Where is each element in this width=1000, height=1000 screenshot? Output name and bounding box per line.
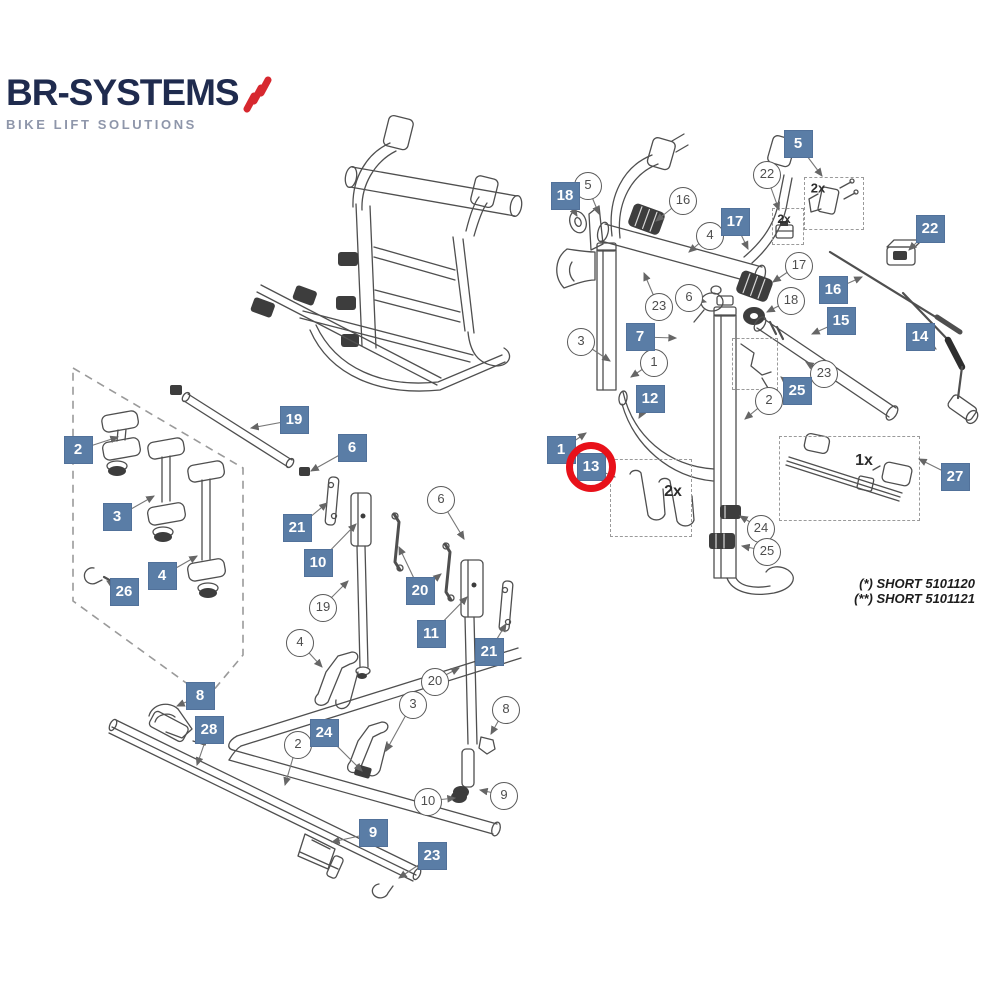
part-ref-18: 18: [777, 287, 805, 315]
brand-title: BR-SYSTEMS: [6, 72, 240, 113]
quantity-label: 2x: [810, 180, 826, 196]
callout-23: 23: [417, 842, 447, 870]
callout-22: 22: [915, 215, 945, 243]
variant-note-short-2: (**) SHORT 5101121: [854, 591, 975, 606]
dashed-box-2: [772, 208, 804, 245]
part-ref-2: 2: [284, 731, 312, 759]
part-ref-23: 23: [810, 360, 838, 388]
callout-18: 18: [550, 182, 580, 210]
part-ref-16: 16: [669, 187, 697, 215]
callout-26: 26: [109, 578, 139, 606]
part-ref-3: 3: [567, 328, 595, 356]
callout-2: 2: [63, 436, 93, 464]
callout-25: 25: [782, 377, 812, 405]
part-ref-23: 23: [645, 293, 673, 321]
dashed-box-1: [804, 177, 864, 230]
dashed-box-3: [732, 338, 778, 390]
part-ref-9: 9: [490, 782, 518, 810]
part-ref-2: 2: [755, 387, 783, 415]
callout-4: 4: [147, 562, 177, 590]
brand-slashes-icon: [243, 76, 272, 113]
callout-27: 27: [940, 463, 970, 491]
dashed-box-5: [779, 436, 920, 521]
part-ref-22: 22: [753, 161, 781, 189]
callout-21: 21: [474, 638, 504, 666]
callout-21: 21: [282, 514, 312, 542]
callout-3: 3: [102, 503, 132, 531]
quantity-label: 2x: [777, 212, 791, 226]
callout-12: 12: [635, 385, 665, 413]
part-ref-4: 4: [286, 629, 314, 657]
part-ref-25: 25: [753, 538, 781, 566]
callout-19: 19: [279, 406, 309, 434]
callout-8: 8: [185, 682, 215, 710]
brand-logo: BR-SYSTEMS BIKE LIFT SOLUTIONS: [6, 74, 275, 132]
part-ref-8: 8: [492, 696, 520, 724]
part-ref-6: 6: [427, 486, 455, 514]
callout-20: 20: [405, 577, 435, 605]
callout-24: 24: [309, 719, 339, 747]
callout-11: 11: [416, 620, 446, 648]
variant-notes: (*) SHORT 5101120 (**) SHORT 5101121: [700, 576, 975, 606]
callout-14: 14: [905, 323, 935, 351]
dashed-box-4: [610, 459, 692, 537]
callout-7: 7: [625, 323, 655, 351]
part-ref-6: 6: [675, 284, 703, 312]
variant-note-short-1: (*) SHORT 5101120: [859, 576, 975, 591]
callout-16: 16: [818, 276, 848, 304]
assembled-rack-drawing: [250, 114, 523, 392]
brand-subtitle: BIKE LIFT SOLUTIONS: [6, 117, 197, 132]
dashed-group-outline: [72, 366, 244, 700]
callout-10: 10: [303, 549, 333, 577]
part-ref-17: 17: [785, 252, 813, 280]
callout-5: 5: [783, 130, 813, 158]
part-ref-4: 4: [696, 222, 724, 250]
part-ref-1: 1: [640, 349, 668, 377]
part-ref-20: 20: [421, 668, 449, 696]
callout-28: 28: [194, 716, 224, 744]
part-ref-10: 10: [414, 788, 442, 816]
quantity-label: 2x: [664, 483, 682, 500]
quantity-label: 1x: [855, 452, 873, 469]
exploded-parts-drawing: [83, 385, 522, 899]
callout-6: 6: [337, 434, 367, 462]
part-ref-19: 19: [309, 594, 337, 622]
callout-17: 17: [720, 208, 750, 236]
callout-9: 9: [358, 819, 388, 847]
highlight-ring: [566, 442, 616, 492]
exploded-lift-frame-drawing: [556, 133, 979, 595]
callout-15: 15: [826, 307, 856, 335]
part-ref-3: 3: [399, 691, 427, 719]
